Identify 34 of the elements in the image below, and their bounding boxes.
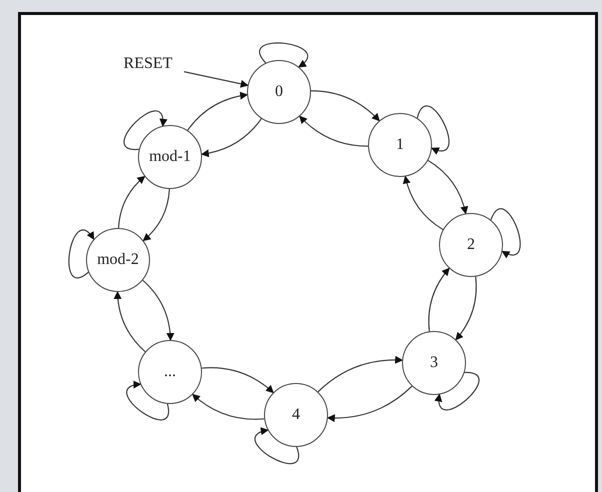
arrow bbox=[187, 92, 248, 131]
arrow bbox=[403, 176, 444, 230]
arrow bbox=[142, 188, 170, 242]
arrow bbox=[124, 110, 166, 150]
arrow bbox=[299, 116, 368, 147]
arrow bbox=[200, 118, 262, 158]
state-label: 2 bbox=[467, 237, 475, 253]
arrow bbox=[126, 382, 170, 420]
arrow bbox=[318, 356, 404, 392]
arrow bbox=[68, 230, 94, 278]
state-label: 4 bbox=[292, 407, 300, 423]
arrow bbox=[435, 372, 480, 410]
arrow bbox=[428, 268, 450, 332]
input-label: RESET bbox=[112, 52, 184, 76]
state-label: 1 bbox=[396, 137, 404, 153]
arrow bbox=[310, 90, 380, 122]
state-label: ... bbox=[164, 364, 176, 380]
arrow bbox=[114, 291, 146, 352]
state-label: mod-1 bbox=[149, 149, 191, 165]
state-label: 3 bbox=[430, 355, 438, 371]
arrow bbox=[118, 176, 146, 228]
state-label: 0 bbox=[275, 84, 283, 100]
arrow bbox=[416, 106, 450, 154]
arrow bbox=[142, 280, 174, 341]
arrow bbox=[259, 42, 308, 68]
arrow bbox=[326, 386, 412, 422]
arrow bbox=[192, 394, 264, 420]
arrow bbox=[184, 71, 249, 88]
arrow bbox=[254, 428, 300, 464]
arrow bbox=[428, 160, 468, 214]
arrow bbox=[202, 367, 274, 394]
state-label: mod-2 bbox=[97, 252, 139, 268]
arrow bbox=[455, 276, 477, 340]
arrow bbox=[490, 208, 521, 258]
